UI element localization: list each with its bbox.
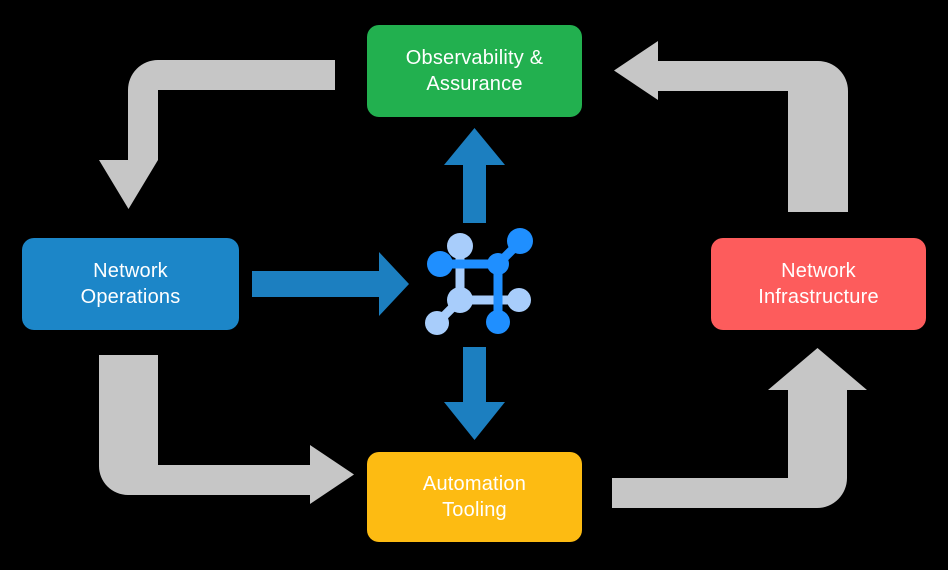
node-box-automation-tooling[interactable]: Automation Tooling [367,452,582,542]
node-box-network-operations[interactable]: Network Operations [22,238,239,330]
hub-arrow-right [252,252,409,316]
hub-arrow-down [444,347,505,440]
node-box-network-infrastructure[interactable]: Network Infrastructure [711,238,926,330]
hub-arrow-up [444,128,505,223]
cycle-arrow-observability-to-operations [99,60,335,209]
network-topology-icon [425,228,533,335]
cycle-arrow-automation-to-infrastructure [612,348,867,508]
node-box-observability[interactable]: Observability & Assurance [367,25,582,117]
cycle-arrow-operations-to-automation [99,355,354,504]
cycle-arrow-infrastructure-to-observability [614,41,848,212]
network-topology-hub [418,218,540,340]
topology-nodes [425,228,533,335]
